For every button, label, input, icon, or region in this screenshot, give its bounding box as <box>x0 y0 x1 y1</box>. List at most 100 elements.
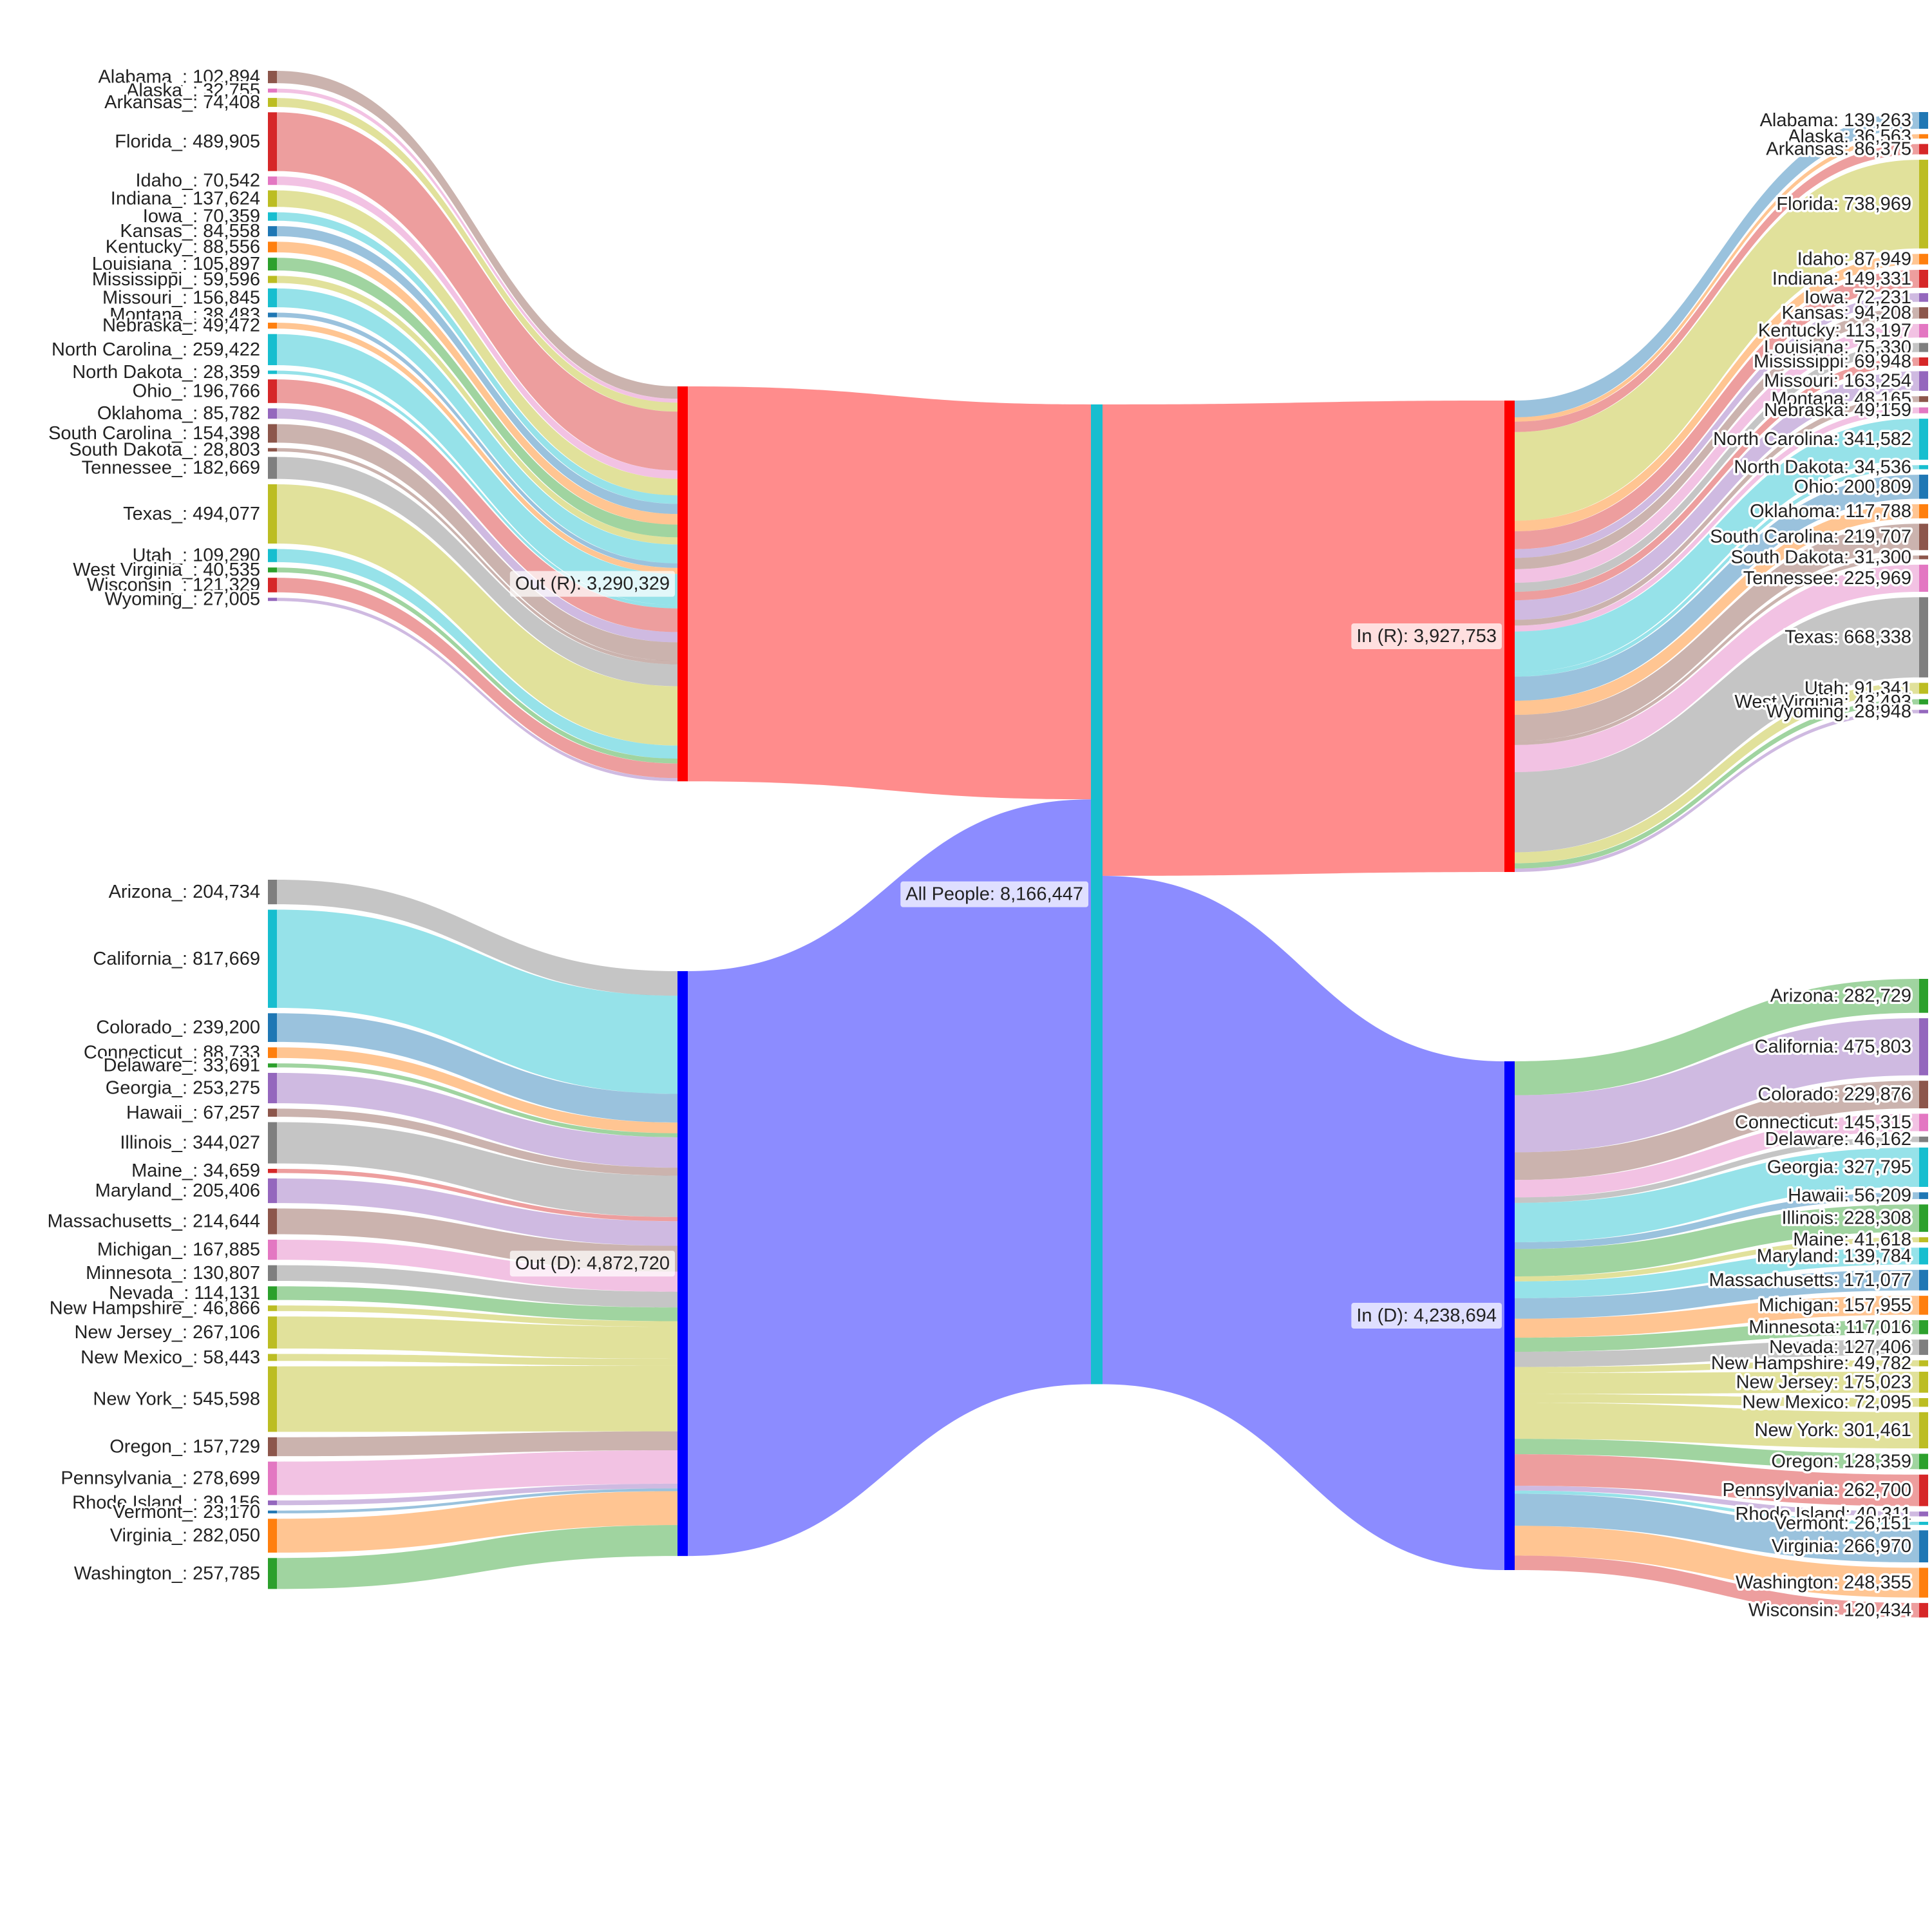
label-in-r-iowa: Iowa: 72,231 <box>1804 287 1911 308</box>
label-out-r-missouri: Missouri_: 156,845 <box>102 287 260 308</box>
node-in-r-louisiana <box>1919 343 1928 352</box>
label-out-r-south-carolina: South Carolina_: 154,398 <box>48 423 260 444</box>
node-in-d-minnesota <box>1919 1320 1928 1334</box>
label-out-r: Out (R): 3,290,329 <box>515 574 670 594</box>
link-out-d-colorado <box>277 1013 677 1123</box>
label-out-d-virginia: Virginia_: 282,050 <box>110 1526 260 1546</box>
label-out-r-oklahoma: Oklahoma_: 85,782 <box>97 403 260 424</box>
link-out-r-tennessee <box>277 457 677 687</box>
node-in-r-nebraska <box>1919 407 1928 413</box>
node-in-r-wyoming <box>1919 710 1928 714</box>
node-in-r-north-carolina <box>1919 419 1928 460</box>
label-in-d-michigan: Michigan: 157,955 <box>1759 1295 1911 1316</box>
label-out-d-box <box>509 1251 675 1277</box>
node-in-r <box>1504 401 1515 873</box>
node-out-r-montana <box>268 312 277 317</box>
label-out-r-alaska: Alaska_: 32,755 <box>126 80 260 101</box>
label-out-r-box <box>509 571 675 597</box>
label-in-d-new-jersey: New Jersey: 175,023 <box>1736 1372 1911 1392</box>
node-out-r-wyoming <box>268 598 277 601</box>
label-out-r-north-carolina: North Carolina_: 259,422 <box>52 339 260 360</box>
label-out-r-indiana: Indiana_: 137,624 <box>111 188 260 209</box>
node-in-d <box>1504 1061 1515 1570</box>
link-in-d-georgia <box>1515 1147 1919 1242</box>
link-in-d-michigan <box>1515 1296 1919 1338</box>
link-in-d-oregon <box>1515 1439 1919 1470</box>
node-out-r-alabama <box>268 71 277 84</box>
label-in-d-vermont: Vermont: 26,151 <box>1774 1513 1911 1533</box>
link-out-d-new-hampshire <box>277 1305 677 1327</box>
link-in-d-california <box>1515 1018 1919 1153</box>
label-out-d-georgia: Georgia_: 253,275 <box>106 1078 260 1099</box>
node-in-r-texas <box>1919 597 1928 677</box>
node-in-r-south-dakota <box>1919 555 1928 560</box>
node-in-r-iowa <box>1919 293 1928 302</box>
node-out-d-maryland <box>268 1178 277 1204</box>
label-in-d-nevada: Nevada: 127,406 <box>1769 1337 1911 1358</box>
link-in-d-virginia <box>1515 1493 1919 1563</box>
link-in-d-vermont <box>1515 1490 1919 1525</box>
link-in-r-north-carolina <box>1515 419 1919 673</box>
label-in-r-kansas: Kansas: 94,208 <box>1781 303 1911 323</box>
link-out-d-oregon <box>277 1431 677 1457</box>
node-out-r-south-dakota <box>268 448 277 452</box>
link-in-d-massachusetts <box>1515 1269 1919 1319</box>
node-in-r-north-dakota <box>1919 465 1928 469</box>
node-in-r-florida <box>1919 160 1928 249</box>
link-out-r-florida <box>277 112 677 471</box>
node-in-d-maryland <box>1919 1247 1928 1265</box>
node-out-r-mississippi <box>268 276 277 283</box>
label-in-r-mississippi: Mississippi: 69,948 <box>1754 351 1911 372</box>
link-out-d-maryland <box>277 1178 677 1246</box>
link-in-r-texas <box>1515 597 1919 853</box>
node-all-people <box>1091 404 1103 1385</box>
label-in-d-new-mexico: New Mexico: 72,095 <box>1742 1392 1911 1413</box>
link-out-r-north-carolina <box>277 334 677 605</box>
link-out-r-ohio <box>277 379 677 632</box>
link-in-r-indiana <box>1515 269 1919 549</box>
label-in-d-pennsylvania: Pennsylvania: 262,700 <box>1723 1480 1911 1501</box>
link-all-to-in-r <box>1103 401 1504 876</box>
node-in-d-colorado <box>1919 1081 1928 1109</box>
node-out-r-texas <box>268 484 277 544</box>
node-in-r-west-virginia <box>1919 699 1928 705</box>
node-out-r-indiana <box>268 190 277 207</box>
label-in-r-indiana: Indiana: 149,331 <box>1772 269 1911 289</box>
node-in-d-vermont <box>1919 1522 1928 1525</box>
node-out-d-connecticut <box>268 1047 277 1058</box>
node-out-r-missouri <box>268 288 277 308</box>
node-in-r-montana <box>1919 396 1928 402</box>
link-in-r-arkansas <box>1515 144 1919 432</box>
link-out-d-pennsylvania <box>277 1450 677 1495</box>
node-out-d-nevada <box>268 1286 277 1300</box>
link-out-d-california <box>277 909 677 1094</box>
link-out-r-south-carolina <box>277 424 677 661</box>
link-out-r-utah <box>277 549 677 759</box>
label-in-r-louisiana: Louisiana: 75,330 <box>1764 337 1911 358</box>
label-in-r-south-carolina: South Carolina: 219,707 <box>1710 527 1911 547</box>
label-in-d-new-hampshire: New Hampshire: 49,782 <box>1711 1353 1911 1374</box>
label-in-r-montana: Montana: 48,165 <box>1771 389 1911 410</box>
link-in-r-utah <box>1515 683 1919 864</box>
label-out-d-vermont: Vermont_: 23,170 <box>113 1502 260 1522</box>
label-out-d-massachusetts: Massachusetts_: 214,644 <box>48 1211 260 1232</box>
link-out-r-to-all <box>688 386 1091 800</box>
node-in-d-rhode-island <box>1919 1511 1928 1517</box>
label-out-d-michigan: Michigan_: 167,885 <box>97 1240 260 1260</box>
link-out-r-kentucky <box>277 242 677 525</box>
link-in-r-wyoming <box>1515 710 1919 873</box>
label-in-d-california: California: 475,803 <box>1755 1036 1911 1057</box>
link-out-d-nevada <box>277 1286 677 1321</box>
node-out-d-arizona <box>268 880 277 905</box>
node-out-r-louisiana <box>268 258 277 270</box>
label-out-d-connecticut: Connecticut_: 88,733 <box>84 1043 260 1063</box>
link-in-d-illinois <box>1515 1204 1919 1277</box>
node-out-d-oregon <box>268 1437 277 1457</box>
label-out-d-pennsylvania: Pennsylvania_: 278,699 <box>61 1468 260 1489</box>
label-out-r-wyoming: Wyoming_: 27,005 <box>104 589 260 610</box>
label-in-r-utah: Utah: 91,341 <box>1804 678 1911 699</box>
link-out-r-kansas <box>277 226 677 515</box>
label-in-d: In (D): 4,238,694 <box>1356 1305 1497 1326</box>
label-in-r-nebraska: Nebraska: 49,159 <box>1764 400 1911 421</box>
label-in-d-maine: Maine: 41,618 <box>1793 1229 1911 1250</box>
